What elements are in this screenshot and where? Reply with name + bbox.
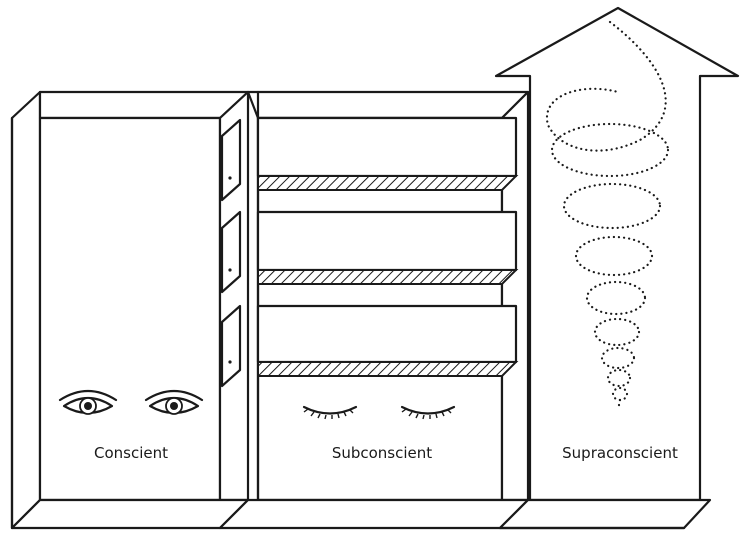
- subconscious-top-face: [248, 92, 528, 118]
- subconscious-floor: [220, 500, 528, 528]
- conscious-left-wall: [12, 92, 40, 528]
- superconscious-floor: [500, 500, 710, 528]
- conscious-floor: [12, 500, 248, 528]
- shelf-2: [258, 212, 516, 284]
- superconscious-label: Supraconscient: [562, 444, 678, 462]
- conscious-room: Conscient: [12, 92, 248, 528]
- superconscious-room: Supraconscient: [496, 8, 738, 528]
- subconscious-room: Subconscient: [220, 92, 528, 528]
- conscious-back-wall: [40, 118, 220, 500]
- upward-arrow: [496, 8, 738, 500]
- conscious-label: Conscient: [94, 444, 168, 462]
- conscious-top-face: [40, 92, 248, 118]
- shelf-1: [258, 118, 516, 190]
- subconscious-label: Subconscient: [332, 444, 432, 462]
- shelf-3: [258, 306, 516, 376]
